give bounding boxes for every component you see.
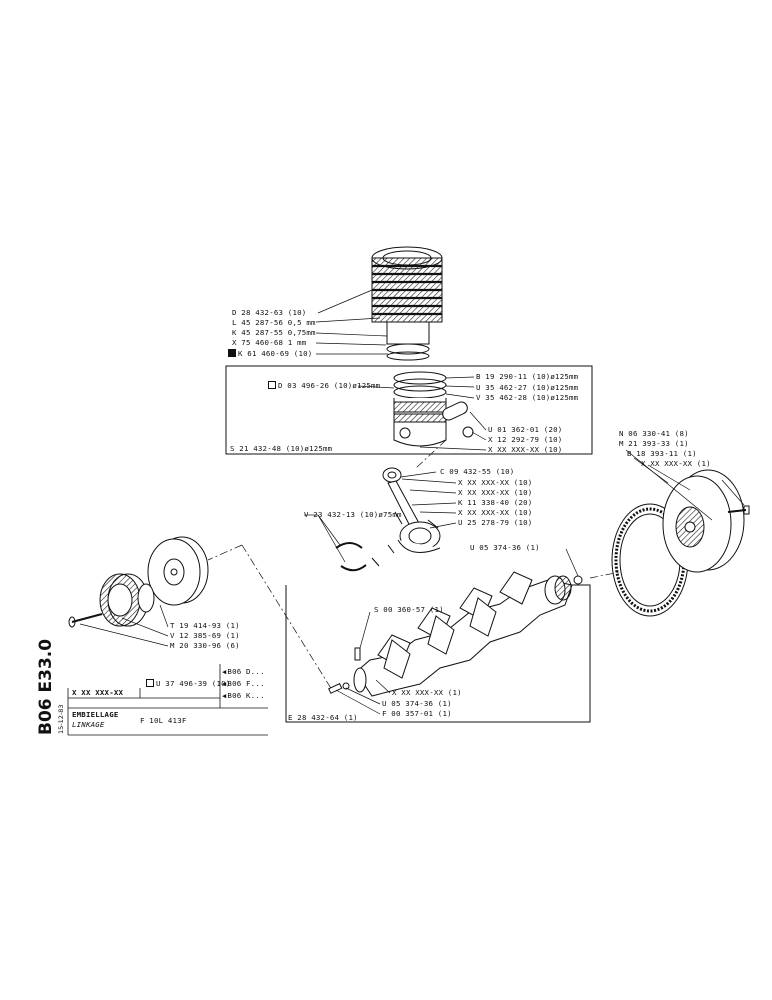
leader-lines: [79, 289, 745, 715]
vibration-damper: [147, 536, 209, 606]
crank-label-1: U 05 374-36 (1): [470, 543, 540, 552]
bearing-label: V 23 432-13 (10)ø75mm: [304, 510, 402, 519]
rod-label-2: X XX XXX-XX (10): [458, 478, 533, 487]
bearing-shells: [335, 542, 395, 572]
assembly-dash-lines: [207, 439, 621, 691]
rod-label-5: X XX XXX-XX (10): [458, 508, 533, 517]
part-number: X XX XXX-XX: [72, 688, 124, 697]
piston-box: [225, 365, 593, 455]
crank-label-4: U 05 374-36 (1): [382, 699, 452, 708]
piston-label-3: V 35 462-28 (10)ø125mm: [476, 393, 579, 402]
rod-label-6: U 25 278-79 (10): [458, 518, 533, 527]
crank-label-5: F 00 357-01 (1): [382, 709, 452, 718]
circlip: [462, 426, 474, 438]
triangle-marker-icon: ◀: [222, 680, 227, 688]
title-en: LINKAGE: [72, 720, 105, 729]
damper-bolt: [68, 613, 103, 628]
piston-label-4: U 01 362-01 (20): [488, 425, 563, 434]
crankshaft-box: [285, 584, 591, 723]
rod-label-3: X XX XXX-XX (10): [458, 488, 533, 497]
crank-pins: [328, 575, 583, 694]
piston: [393, 371, 447, 447]
title-fr: EMBIELLAGE: [72, 710, 119, 719]
piston-label-5: X 12 292-79 (10): [488, 435, 563, 444]
ref-2: ◀B06 F...: [222, 679, 265, 689]
piston-label-6: X XX XXX-XX (10): [488, 445, 563, 454]
alt-reference-text: U 37 496-39 (10): [156, 679, 231, 688]
cylinder-label-5-text: K 61 460-69 (10): [238, 349, 313, 358]
piston-box-caption: S 21 432-48 (10)ø125mm: [230, 444, 333, 453]
model: F 10L 413F: [140, 716, 187, 725]
flywheel-label-2: M 21 393-33 (1): [619, 439, 689, 448]
alt-reference: U 37 496-39 (10): [146, 679, 230, 688]
square-marker-icon: [268, 381, 276, 389]
connecting-rod: [382, 467, 441, 553]
ref-2-text: B06 F...: [227, 679, 265, 688]
cylinder-label-2: L 45 287-56 0,5 mm: [232, 318, 316, 327]
piston-pin: [442, 401, 468, 421]
cylinder-label-4: X 75 460-68 1 mm: [232, 338, 307, 347]
cylinder-barrel: [371, 246, 443, 361]
title-block: [67, 664, 268, 736]
ref-3: ◀B06 K...: [222, 691, 265, 701]
flywheel-label-1: N 06 330-41 (8): [619, 429, 689, 438]
piston-left-label: D 03 496-26 (10)ø125mm: [268, 381, 380, 390]
sheet-code: B06 E33.0: [36, 638, 56, 735]
flywheel-label-4: X XX XXX-XX (1): [641, 459, 711, 468]
flywheel-bolt: [727, 505, 750, 515]
pulley-hub: [99, 573, 155, 627]
crank-label-2: S 00 360-57 (1): [374, 605, 444, 614]
piston-label-1: B 19 290-11 (10)ø125mm: [476, 372, 579, 381]
piston-label-2: U 35 462-27 (10)ø125mm: [476, 383, 579, 392]
damper-label-1: T 19 414-93 (1): [170, 621, 240, 630]
triangle-marker-icon: ◀: [222, 692, 227, 700]
damper-label-3: M 20 330-96 (6): [170, 641, 240, 650]
flywheel-label-3: B 18 393-11 (1): [627, 449, 697, 458]
ref-1-text: B06 D...: [227, 667, 265, 676]
sheet-date: 15-12-83: [57, 704, 65, 734]
square-marker-icon: [146, 679, 154, 687]
rod-label-4: K 11 338-40 (20): [458, 498, 533, 507]
crank-label-3: X XX XXX-XX (1): [392, 688, 462, 697]
filled-square-marker-icon: [228, 349, 236, 357]
crank-box-caption: E 28 432-64 (1): [288, 713, 358, 722]
triangle-marker-icon: ◀: [222, 668, 227, 676]
ref-3-text: B06 K...: [227, 691, 265, 700]
ref-1: ◀B06 D...: [222, 667, 265, 677]
piston-left-label-text: D 03 496-26 (10)ø125mm: [278, 381, 381, 390]
cylinder-label-1: D 28 432-63 (10): [232, 308, 307, 317]
flywheel: [662, 469, 745, 573]
rod-label-1: C 09 432-55 (10): [440, 467, 515, 476]
crankshaft: [353, 571, 573, 697]
cylinder-label-3: K 45 287-55 0,75mm: [232, 328, 316, 337]
damper-label-2: V 12 385-69 (1): [170, 631, 240, 640]
cylinder-label-5: K 61 460-69 (10): [228, 349, 312, 358]
